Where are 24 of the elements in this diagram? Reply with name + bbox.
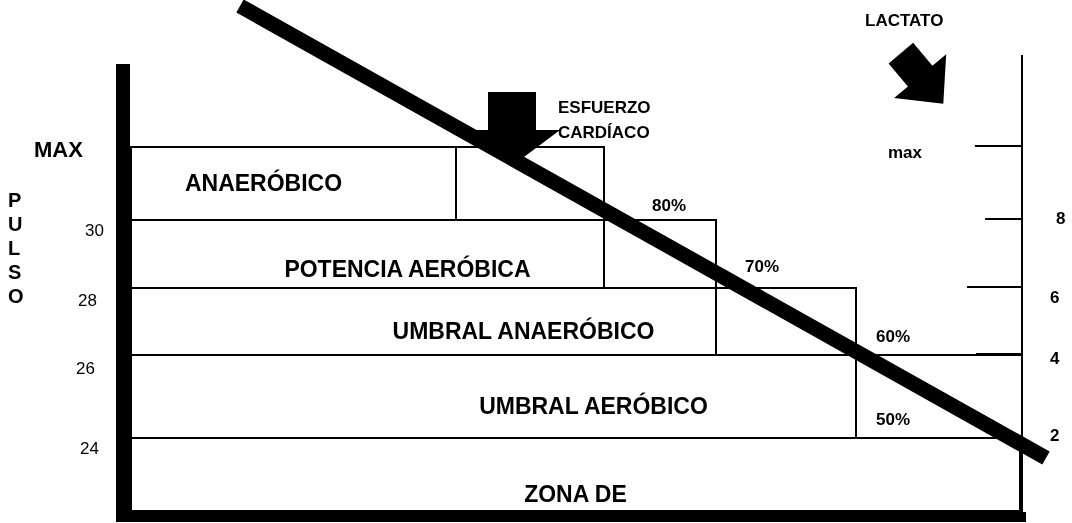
scale-value: max	[888, 144, 923, 163]
scale-value: 6	[1050, 289, 1060, 308]
percent-label: 50%	[876, 411, 911, 430]
zone-label: UMBRAL AERÓBICO	[479, 393, 708, 420]
axis-value: 24	[80, 440, 99, 459]
arrow-label: ESFUERZO CARDÍACO	[558, 97, 652, 144]
zone-band	[130, 146, 457, 221]
zone-label: ANAERÓBICO	[184, 170, 343, 197]
scale-title: LACTATO	[865, 12, 944, 31]
percent-label: 80%	[652, 197, 687, 216]
axis-title: PULSO	[8, 188, 24, 308]
zone-label: ZONA DE	[524, 481, 627, 508]
axis-value: MAX	[34, 138, 83, 163]
zone-label: POTENCIA AERÓBICA	[284, 255, 531, 283]
scale-value: 8	[1056, 210, 1066, 229]
axis-value: 30	[85, 222, 104, 241]
scale-value: 2	[1050, 427, 1060, 446]
axis-value: 28	[78, 292, 97, 311]
percent-label: 60%	[876, 328, 911, 347]
scale-value: 4	[1050, 350, 1060, 369]
zone-band	[130, 437, 1021, 512]
zone-label: UMBRAL ANAERÓBICO	[392, 318, 655, 345]
axis-value: 26	[76, 360, 95, 379]
percent-label: 70%	[745, 258, 780, 277]
